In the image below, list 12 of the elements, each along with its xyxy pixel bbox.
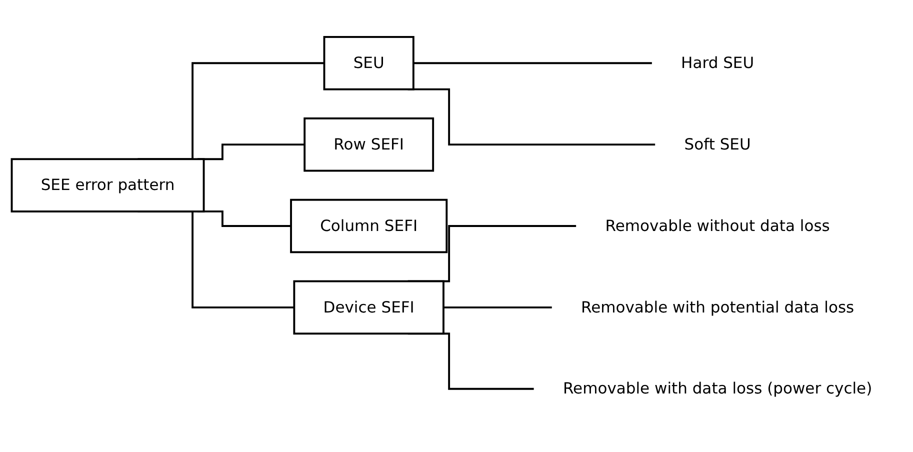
node-box: Row SEFI	[304, 117, 434, 172]
node-text: Soft SEU	[684, 134, 751, 154]
node-text: Removable with potential data loss	[581, 298, 854, 316]
node-box: Device SEFI	[293, 280, 444, 335]
node-text: Removable with data loss (power cycle)	[562, 379, 872, 398]
node-box: SEE error pattern	[10, 158, 205, 212]
node-text: Hard SEU	[681, 53, 754, 72]
node-text: Removable without data loss	[605, 216, 830, 235]
connector	[443, 306, 552, 308]
node-box: SEU	[323, 36, 414, 90]
connector	[413, 62, 652, 64]
node-box: Column SEFI	[290, 198, 448, 254]
